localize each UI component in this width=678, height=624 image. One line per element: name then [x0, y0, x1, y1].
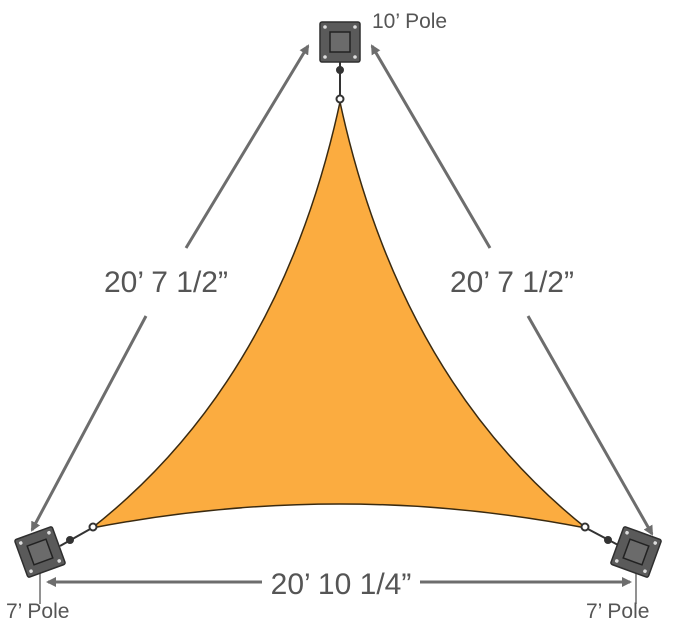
top-ring-icon [335, 94, 345, 104]
left-side-dimension-label: 20’ 7 1/2” [104, 266, 228, 299]
pole-right-post [622, 538, 650, 566]
pole-left [14, 526, 66, 578]
pole-top-bolt-icon [323, 55, 327, 59]
pole-right-bolt-icon [614, 559, 619, 563]
pole-left-bolt-icon [18, 541, 23, 545]
left-dimension-arrow-lower [30, 315, 148, 532]
pole-left-label: 7’ Pole [6, 600, 69, 623]
right-shackle-icon [604, 536, 612, 544]
pole-top [319, 21, 361, 63]
pole-top-bolt-icon [353, 55, 357, 59]
pole-left-bolt-icon [29, 569, 33, 574]
pole-right [610, 526, 662, 578]
pole-top-post [329, 31, 351, 53]
right-dimension-arrow-lower [526, 315, 654, 536]
right-dimension-arrow-upper [370, 44, 492, 249]
pole-right-bolt-icon [643, 569, 647, 574]
pole-right-bolt-icon [653, 541, 658, 545]
right-cable [585, 527, 621, 547]
pole-right-bolt-icon [625, 530, 629, 535]
bottom-side-dimension-label: 20’ 10 1/4” [271, 568, 412, 601]
left-cable [59, 527, 93, 547]
left-ring-icon [88, 522, 98, 532]
right-side-dimension-label: 20’ 7 1/2” [450, 266, 574, 299]
top-shackle-icon [336, 66, 344, 74]
right-ring-icon [580, 522, 590, 532]
dimension-arrows [30, 44, 654, 604]
left-dimension-arrow-upper [184, 44, 310, 249]
triangle-shade-sail [91, 101, 587, 529]
pole-left-bolt-icon [57, 559, 62, 563]
pole-left-post [26, 538, 54, 566]
pole-top-label: 10’ Pole [372, 10, 447, 33]
left-shackle-icon [66, 536, 74, 544]
pole-left-bolt-icon [47, 530, 51, 535]
sail-hardware [59, 60, 621, 547]
pole-right-label: 7’ Pole [586, 600, 649, 623]
pole-top-bolt-icon [323, 25, 327, 29]
pole-top-bolt-icon [353, 25, 357, 29]
